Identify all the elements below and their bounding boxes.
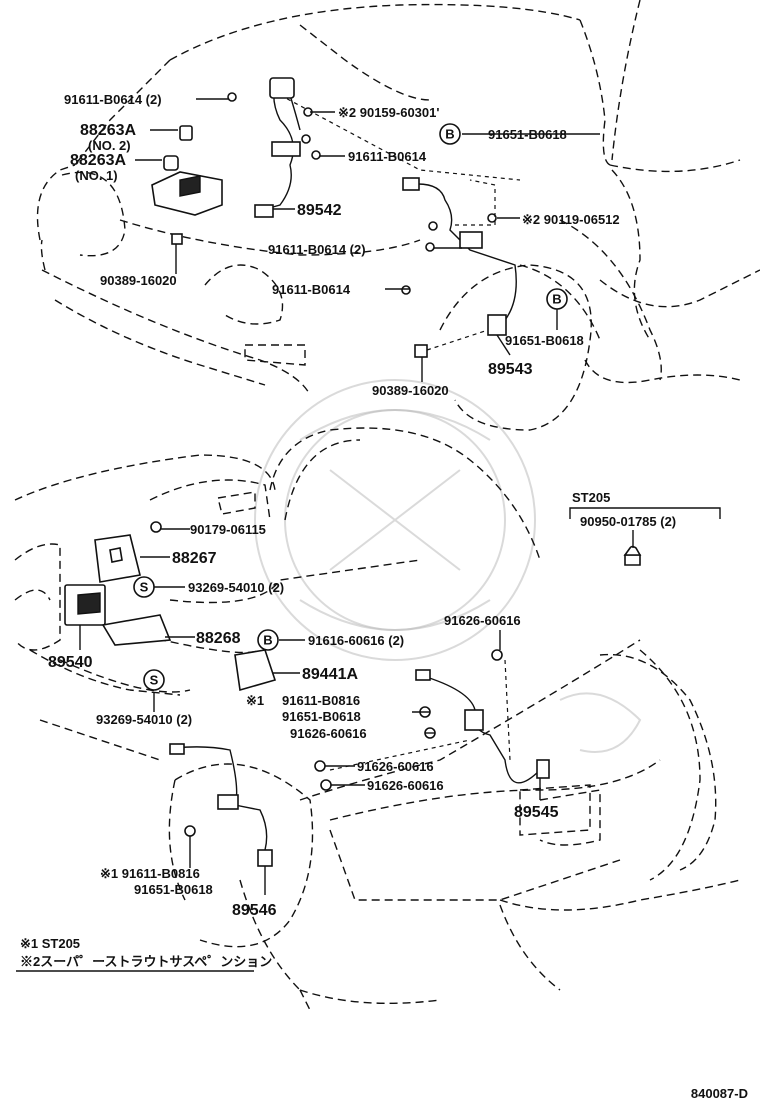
- bolt-b-circle-3: [257, 629, 279, 651]
- label-b03: 90179-06115: [190, 522, 266, 537]
- label-b20: 91651-B0618: [134, 882, 213, 897]
- bolt-b-circle-2: [546, 288, 568, 310]
- label-b08: 91616-60616 (2): [308, 633, 404, 648]
- label-a07: 91651-B0618: [488, 127, 567, 142]
- circle-s-1: S: [140, 580, 149, 595]
- label-b02: 90950-01785 (2): [580, 514, 676, 529]
- label-a03: 88263A: [80, 122, 136, 139]
- label-b04: 88267: [172, 550, 217, 567]
- bottom-hardware: [64, 521, 642, 867]
- label-b18: 89545: [514, 804, 559, 821]
- label-b05: 93269-54010 (2): [188, 580, 284, 595]
- label-a10: ※2 90119-06512: [522, 212, 620, 227]
- bolt-s-circle-2: [143, 669, 165, 691]
- label-a16: 90389-16020: [372, 383, 449, 398]
- label-a09: 89542: [297, 202, 342, 219]
- bolt-s-circle-1: [133, 576, 155, 598]
- label-b21: 89546: [232, 902, 277, 919]
- label-b06: 91626-60616: [444, 613, 521, 628]
- bottom-leaders: [79, 507, 721, 895]
- label-b07: 88268: [196, 630, 241, 647]
- note-1: ※1 ST205: [20, 936, 80, 951]
- label-a06: (NO. 1): [75, 168, 118, 183]
- circle-s-2: S: [150, 673, 159, 688]
- bottom-car-outline: [14, 427, 741, 1011]
- watermark-emblem: [254, 379, 642, 753]
- diagram-code: 840087-D: [691, 1086, 748, 1101]
- label-b13: 91651-B0618: [282, 709, 361, 724]
- circle-b-2: B: [552, 292, 561, 307]
- label-a01: 91611-B0614 (2): [64, 92, 162, 107]
- label-b10: 89441A: [302, 666, 358, 683]
- label-b16: 91626-60616: [357, 759, 434, 774]
- top-leaders: [135, 98, 600, 382]
- circle-b-1: B: [445, 127, 454, 142]
- top-car-outline: [36, 0, 760, 431]
- label-b15: 93269-54010 (2): [96, 712, 192, 727]
- label-b01: ST205: [572, 490, 610, 505]
- circle-b-3: B: [263, 633, 272, 648]
- label-a02: ※2 90159-60301': [338, 105, 439, 120]
- label-a08: 91611-B0614: [348, 149, 427, 164]
- label-b17: 91626-60616: [367, 778, 444, 793]
- label-a11: 91611-B0614 (2): [268, 242, 366, 257]
- label-a04: (NO. 2): [88, 138, 131, 153]
- label-a14: 91651-B0618: [505, 333, 584, 348]
- label-b12: 91611-B0816: [282, 693, 360, 708]
- label-b19: ※1 91611-B0816: [100, 866, 200, 881]
- label-b11: ※1: [246, 693, 264, 708]
- label-a12: 90389-16020: [100, 273, 177, 288]
- note-2: ※2スーパ゜ーストラウトサスペ゜ンション: [20, 954, 272, 969]
- label-a15: 89543: [488, 361, 533, 378]
- label-a13: 91611-B0614: [272, 282, 351, 297]
- top-hardware: [151, 77, 517, 358]
- label-a05: 88263A: [70, 152, 126, 169]
- label-b14: 91626-60616: [290, 726, 367, 741]
- bolt-b-circle-1: [439, 123, 461, 145]
- label-b09: 89540: [48, 654, 93, 671]
